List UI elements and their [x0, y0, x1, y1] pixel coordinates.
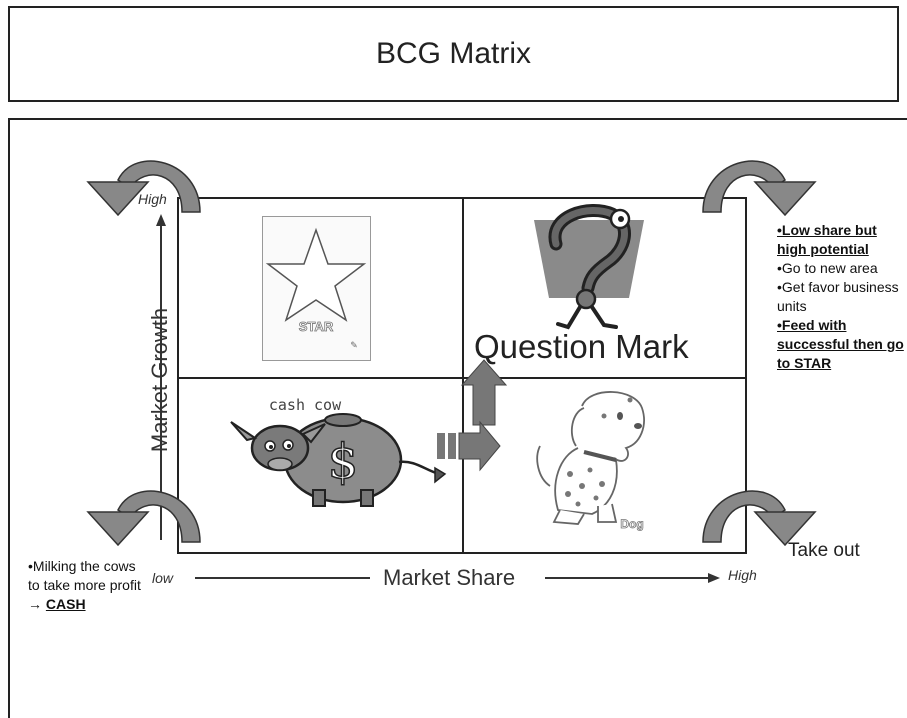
- title-box: BCG Matrix: [8, 6, 899, 102]
- svg-text:✎: ✎: [350, 340, 358, 350]
- dog-image-text: Dog: [620, 517, 643, 531]
- question-mark-label: Question Mark: [474, 328, 689, 365]
- cow-icon: cash cow $: [230, 396, 447, 507]
- note-feed: •Feed with successful then go to STAR: [777, 317, 904, 371]
- curved-arrow-icon: [702, 160, 817, 217]
- y-high-label: High: [138, 191, 167, 207]
- curved-arrow-icon: [86, 490, 201, 547]
- x-axis-label: Market Share: [383, 565, 516, 590]
- note-low-share: •Low share but high potential: [777, 222, 877, 257]
- curved-arrow-icon: [86, 160, 201, 217]
- note-favor: •Get favor business units: [777, 279, 899, 314]
- page-title: BCG Matrix: [375, 37, 531, 70]
- take-out-label: Take out: [788, 540, 860, 561]
- bcg-grid: [177, 197, 747, 554]
- left-notes: •Milking the cows to take more profit → …: [28, 557, 148, 614]
- svg-text:$: $: [328, 434, 359, 490]
- note-milking: •Milking the cows to take more profit: [28, 558, 141, 593]
- question-mark-icon: [534, 204, 644, 330]
- star-card: STAR ✎: [262, 216, 371, 361]
- star-icon: [265, 227, 367, 322]
- block-arrow-icon: [460, 359, 508, 426]
- cash-cow-image-text: cash cow: [269, 396, 342, 414]
- note-new-area: •Go to new area: [777, 260, 878, 276]
- right-notes: •Low share but high potential •Go to new…: [777, 221, 905, 373]
- curved-arrow-icon: [702, 490, 817, 547]
- grid-horizontal-divider: [179, 377, 745, 379]
- right-arrow-icon: →: [28, 596, 42, 612]
- matrix-panel: [8, 118, 907, 718]
- dog-icon: Dog: [536, 391, 645, 531]
- note-cash: CASH: [45, 596, 86, 612]
- grid-vertical-divider: [462, 199, 464, 552]
- x-high-label: High: [728, 567, 757, 583]
- block-arrow-icon: [437, 420, 501, 472]
- star-image-text: STAR: [299, 319, 334, 334]
- x-low-label: low: [152, 570, 174, 586]
